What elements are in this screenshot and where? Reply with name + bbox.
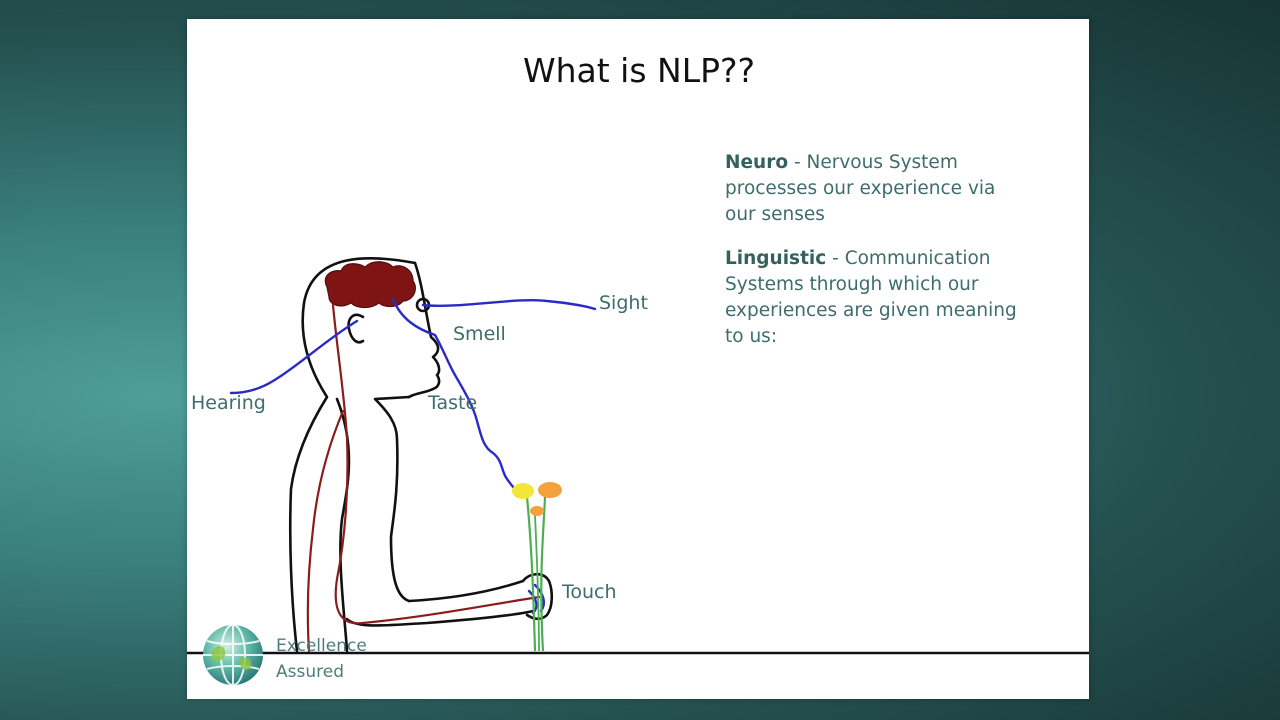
blue-nerves — [229, 297, 597, 615]
neuro-definition: Neuro - Nervous System processes our exp… — [725, 150, 1025, 228]
slide: What is NLP?? Neuro - Nervous System pro… — [187, 19, 1089, 699]
orange-flower — [538, 482, 562, 498]
globe-icon — [203, 624, 263, 686]
linguistic-text: Communication Systems through which our … — [725, 248, 1017, 347]
neuro-text: Nervous System processes our experience … — [725, 152, 996, 225]
logo-line-2: Assured — [276, 662, 344, 682]
neuro-term: Neuro — [725, 152, 789, 173]
label-sight: Sight — [599, 292, 648, 314]
slide-title: What is NLP?? — [522, 51, 756, 90]
red-nerves — [306, 303, 541, 653]
small-flower — [530, 506, 544, 516]
label-taste: Taste — [428, 392, 478, 414]
neuro-separator: - — [793, 152, 801, 173]
label-hearing: Hearing — [191, 392, 266, 414]
logo-line-1: Excellence — [276, 636, 367, 656]
brain — [324, 261, 416, 309]
linguistic-term: Linguistic — [725, 248, 827, 269]
label-smell: Smell — [453, 323, 506, 345]
flowers — [512, 482, 562, 652]
logo-text: Excellence Assured — [276, 633, 367, 685]
linguistic-separator: - — [832, 248, 839, 269]
label-touch: Touch — [562, 581, 617, 603]
person-outline — [288, 256, 554, 653]
nervous-system-diagram — [187, 256, 1089, 655]
linguistic-definition: Linguistic - Communication Systems throu… — [725, 246, 1025, 350]
yellow-flower — [512, 483, 534, 499]
